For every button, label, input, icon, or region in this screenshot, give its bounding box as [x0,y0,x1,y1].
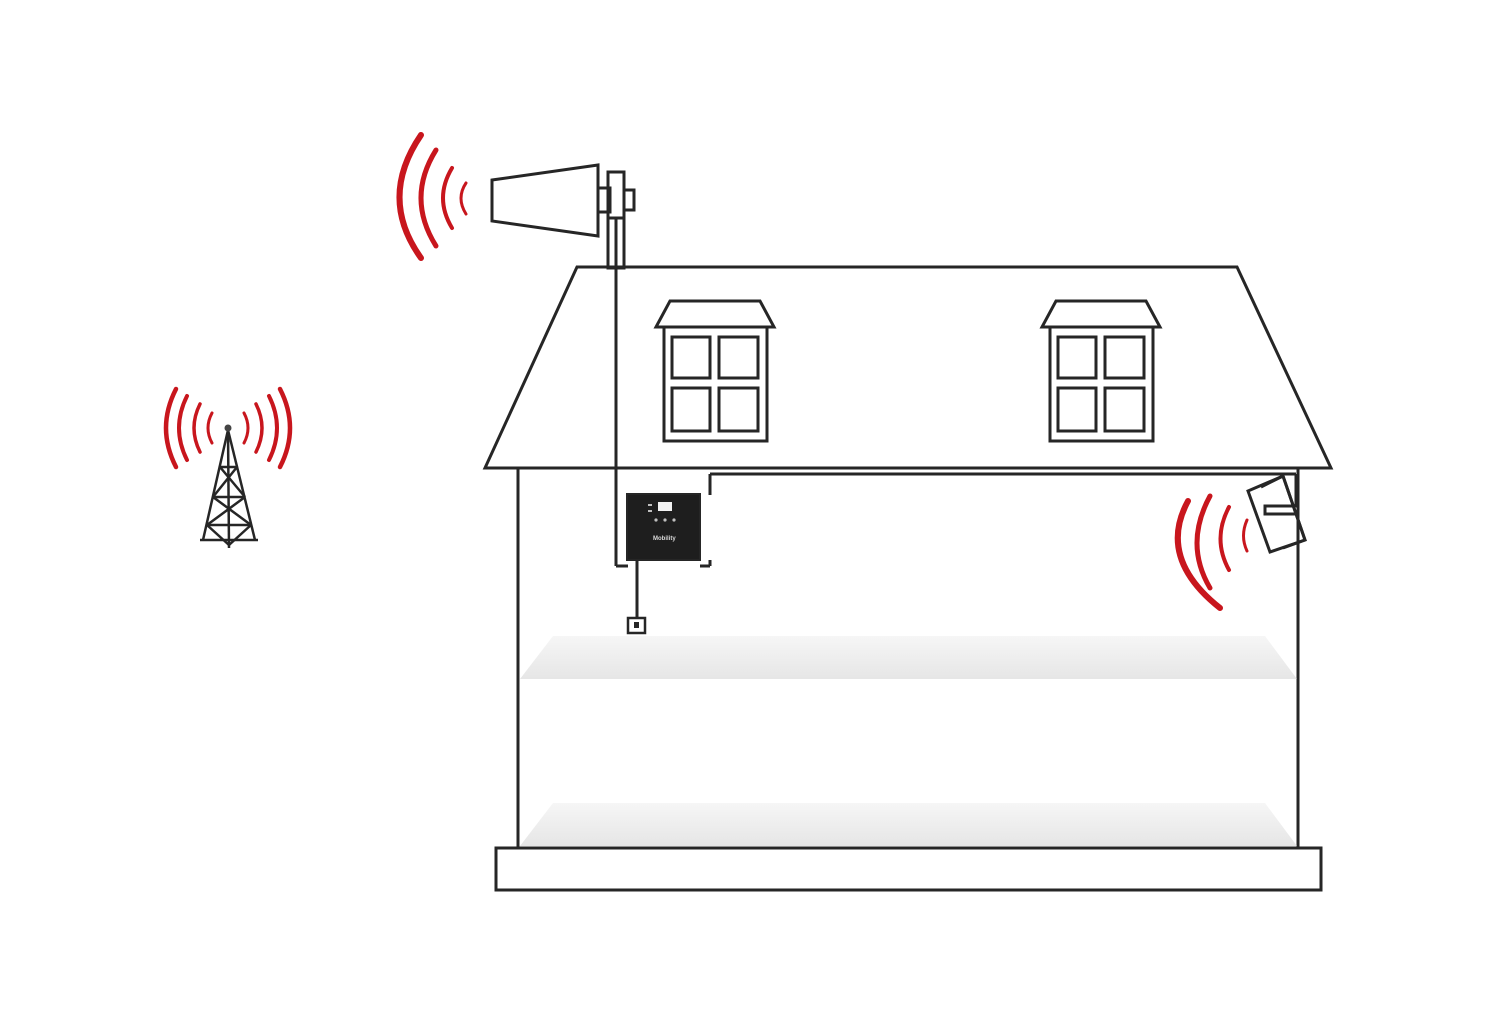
tower-signal-waves [163,386,293,470]
indoor-antenna-icon [1246,473,1307,554]
coax-cable [614,218,1298,568]
outdoor-antenna-icon [490,163,636,270]
dormer-window-right [1039,299,1163,443]
outdoor-antenna-signal-waves [396,132,468,261]
foundation [494,846,1323,892]
booster-brand-label: Mobility [653,536,676,542]
indoor-antenna-signal-waves [1174,493,1249,611]
roof [482,265,1334,470]
power-outlet-icon [626,616,647,635]
signal-booster-icon: Mobility [626,493,701,561]
upper-floor [520,636,1297,679]
ground-floor [520,803,1297,846]
booster-display [658,502,672,511]
dormer-window-left [653,299,777,443]
house [482,265,1334,892]
cell-tower-icon [200,424,258,549]
